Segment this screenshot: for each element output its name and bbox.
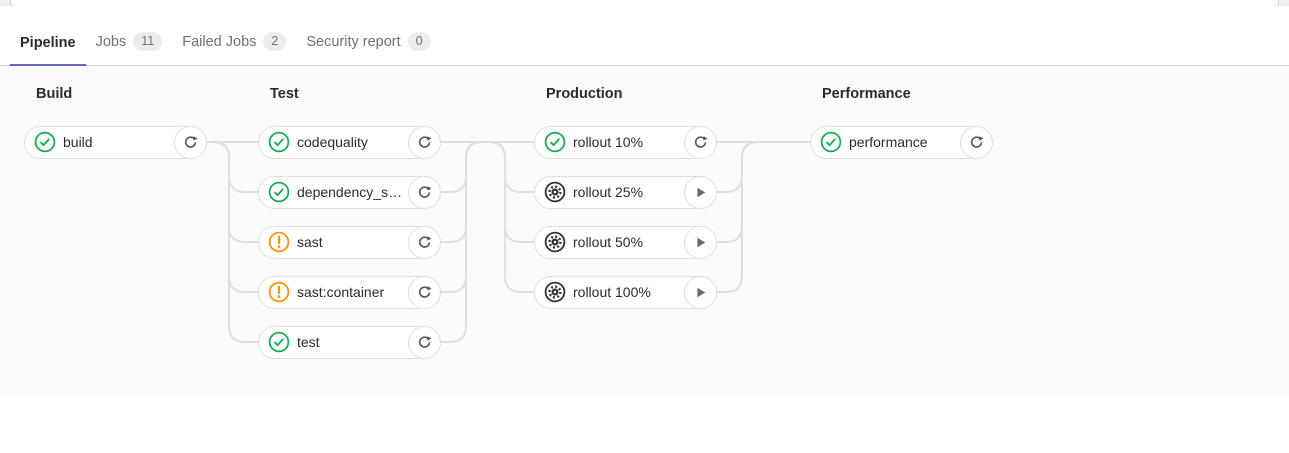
job-label: rollout 10% xyxy=(573,134,644,150)
job-rollout-10[interactable]: rollout 10% xyxy=(534,125,717,159)
job-sast[interactable]: sast xyxy=(258,225,441,259)
tab-label: Jobs xyxy=(95,33,127,50)
play-icon xyxy=(697,187,706,197)
job-label: dependency_s… xyxy=(297,184,403,200)
retry-icon xyxy=(184,135,198,148)
job-dependency-s[interactable]: dependency_s… xyxy=(258,175,441,209)
job-label: performance xyxy=(849,134,928,150)
status-manual-icon xyxy=(544,281,566,303)
status-success-icon xyxy=(268,131,290,153)
status-success-icon xyxy=(544,131,566,153)
pipeline-connectors xyxy=(206,141,810,343)
job-rollout-25[interactable]: rollout 25% xyxy=(534,175,717,209)
tab-security-report[interactable]: Security report 0 xyxy=(296,21,440,66)
tab-label: Security report xyxy=(306,33,401,50)
tab-label: Failed Jobs xyxy=(182,33,257,50)
tab-count-badge: 2 xyxy=(263,32,287,51)
retry-icon xyxy=(418,135,432,148)
job-label: rollout 100% xyxy=(573,284,651,300)
retry-button[interactable] xyxy=(960,125,993,159)
pipeline-graph: Build build Test codequality dependency_… xyxy=(0,66,1289,398)
job-label: sast:container xyxy=(297,284,385,300)
play-button[interactable] xyxy=(684,225,717,259)
status-success-icon xyxy=(34,131,56,153)
job-label: rollout 50% xyxy=(573,234,644,250)
job-codequality[interactable]: codequality xyxy=(258,125,441,159)
job-test[interactable]: test xyxy=(258,325,441,359)
stage-title-test: Test xyxy=(270,86,299,102)
retry-button[interactable] xyxy=(408,225,441,259)
tab-count-badge: 11 xyxy=(133,32,163,51)
retry-icon xyxy=(418,285,432,298)
job-label: codequality xyxy=(297,134,368,150)
retry-icon xyxy=(970,135,984,148)
retry-button[interactable] xyxy=(174,125,207,159)
tab-jobs[interactable]: Jobs 11 xyxy=(86,21,173,66)
job-label: rollout 25% xyxy=(573,184,644,200)
job-rollout-100[interactable]: rollout 100% xyxy=(534,275,717,309)
play-button[interactable] xyxy=(684,275,717,309)
retry-button[interactable] xyxy=(408,275,441,309)
status-manual-icon xyxy=(544,231,566,253)
status-warning-icon xyxy=(268,281,290,303)
tab-bar: Pipeline Jobs 11 Failed Jobs 2 Security repor… xyxy=(0,6,1289,66)
job-rollout-50[interactable]: rollout 50% xyxy=(534,225,717,259)
job-label: test xyxy=(297,334,320,350)
status-manual-icon xyxy=(544,181,566,203)
tab-failed-jobs[interactable]: Failed Jobs 2 xyxy=(172,21,296,66)
retry-icon xyxy=(418,185,432,198)
tab-label: Pipeline xyxy=(20,35,76,51)
retry-button[interactable] xyxy=(408,175,441,209)
stage-title-performance: Performance xyxy=(822,86,911,102)
status-success-icon xyxy=(820,131,842,153)
play-icon xyxy=(697,287,706,297)
tab-pipeline[interactable]: Pipeline xyxy=(10,24,86,66)
status-success-icon xyxy=(268,331,290,353)
stage-title-production: Production xyxy=(546,86,623,102)
status-success-icon xyxy=(268,181,290,203)
job-label: build xyxy=(63,134,93,150)
stage-title-build: Build xyxy=(36,86,73,102)
retry-icon xyxy=(694,135,708,148)
play-icon xyxy=(697,237,706,247)
job-label: sast xyxy=(297,234,323,250)
retry-button[interactable] xyxy=(408,325,441,359)
retry-icon xyxy=(418,335,432,348)
status-warning-icon xyxy=(268,231,290,253)
job-performance[interactable]: performance xyxy=(810,125,993,159)
job-build[interactable]: build xyxy=(24,125,207,159)
retry-button[interactable] xyxy=(408,125,441,159)
tab-count-badge: 0 xyxy=(407,32,431,51)
retry-icon xyxy=(418,235,432,248)
play-button[interactable] xyxy=(684,175,717,209)
retry-button[interactable] xyxy=(684,125,717,159)
job-sast-container[interactable]: sast:container xyxy=(258,275,441,309)
